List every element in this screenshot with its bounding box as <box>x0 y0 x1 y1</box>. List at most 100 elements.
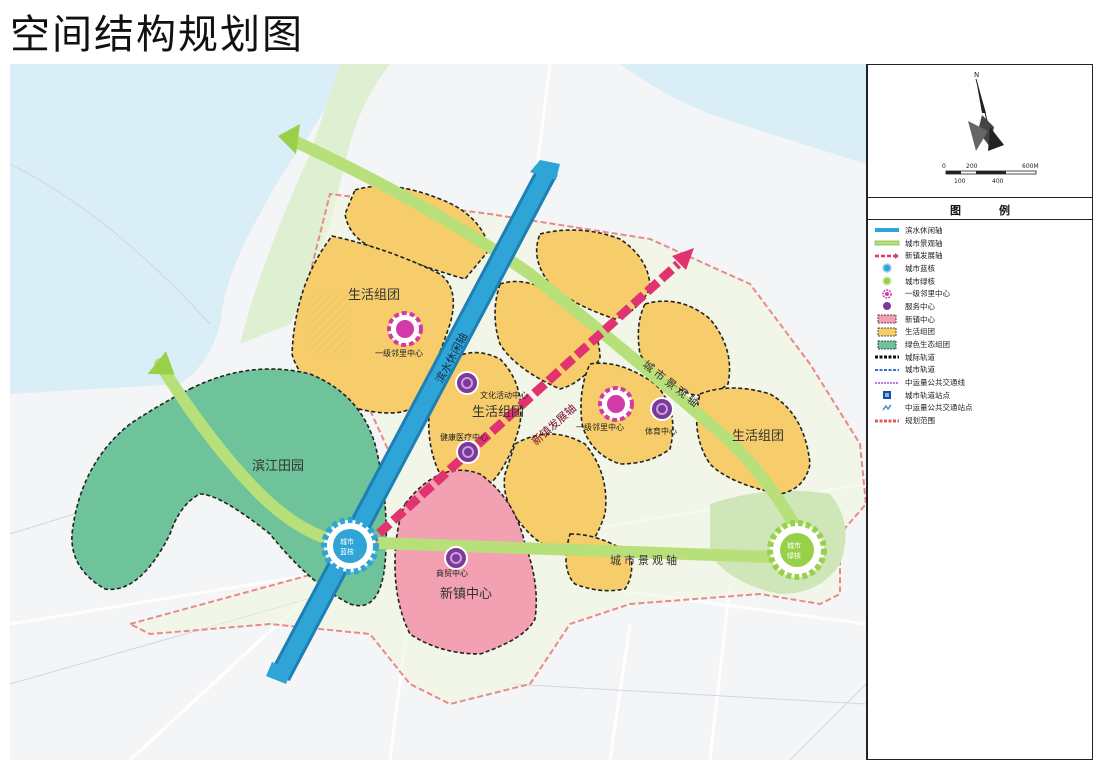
landscape-axis-w-arrowhead <box>147 351 175 375</box>
legend-item: 服务中心 <box>874 300 1088 313</box>
residential-e-block-b <box>695 387 811 495</box>
neighborhood-center-2-icon[interactable] <box>598 386 634 422</box>
landscape-axis-nw <box>286 134 806 540</box>
yellow-zone-icon <box>874 327 900 337</box>
legend-item: 城市轨道站点 <box>874 389 1088 402</box>
node-label-cultural: 文化活动中心 <box>480 390 528 400</box>
red-dashed-icon <box>874 416 900 426</box>
landscape-axis-w <box>154 358 351 550</box>
zone-label-residential-east: 生活组团 <box>732 429 784 444</box>
zone-label-riverside-fields: 滨江田园 <box>252 458 304 474</box>
page-title: 空间结构规划图 <box>10 12 304 58</box>
magenta-ring-icon <box>874 289 900 299</box>
legend-label: 规划范围 <box>905 416 935 426</box>
scale-tick-400: 400 <box>992 178 1004 185</box>
blue-dashed-icon <box>874 365 900 375</box>
green-core-node[interactable] <box>767 520 827 580</box>
legend-item: 城际轨道 <box>874 351 1088 364</box>
legend-label: 中运量公共交通线 <box>905 378 965 388</box>
map-canvas[interactable]: 生活组团 生活组团 生活组团 新镇中心 滨江田园 滨水休闲轴 新镇发展轴 城市景… <box>10 64 866 760</box>
legend-label: 城市蓝核 <box>905 263 935 273</box>
blue-axis-icon <box>874 225 900 235</box>
river-water-east <box>620 64 866 164</box>
blue-core-icon <box>874 263 900 274</box>
development-axis <box>361 260 682 550</box>
waterfront-axis-arrow-top <box>530 160 560 180</box>
legend-label: 城际轨道 <box>905 352 935 362</box>
axis-label-landscape-south: 城市景观轴 <box>610 553 680 567</box>
compass-box: N 0 200 600M 100 400 <box>868 65 1092 198</box>
pink-dashed-arrow-icon <box>874 251 900 261</box>
legend-label: 中运量公共交通站点 <box>905 403 973 413</box>
legend-item: 生活组团 <box>874 326 1088 339</box>
legend-label: 一级邻里中心 <box>905 289 950 299</box>
scale-tick-100: 100 <box>954 178 966 185</box>
landscape-axis-south <box>344 536 806 564</box>
side-divider <box>866 64 868 760</box>
zone-label-town-center: 新镇中心 <box>440 586 492 602</box>
legend-item: 中运量公共交通站点 <box>874 402 1088 415</box>
legend-item: 中运量公共交通线 <box>874 376 1088 389</box>
node-label-health: 健康医疗中心 <box>440 432 488 442</box>
legend-label: 城市轨道站点 <box>905 390 950 400</box>
legend-label: 城市景观轴 <box>905 238 943 248</box>
waterfront-axis-arrow-bottom <box>266 662 292 684</box>
river-water <box>10 64 340 394</box>
legend-label: 城市绿核 <box>905 276 935 286</box>
pink-zone-icon <box>874 314 900 324</box>
legend-title-right: 例 <box>999 204 1010 217</box>
svg-text:绿核: 绿核 <box>787 551 801 560</box>
north-arrow-icon: N 0 200 600M 100 400 <box>942 71 1039 185</box>
transit-station-icon <box>874 403 900 413</box>
svg-text:蓝核: 蓝核 <box>340 547 354 556</box>
purple-circle-icon <box>874 301 900 311</box>
purple-dashed-icon <box>874 378 900 388</box>
green-axis-icon <box>874 238 900 248</box>
blue-core-node[interactable] <box>321 517 379 575</box>
legend-label: 服务中心 <box>905 301 935 311</box>
legend-label: 生活组团 <box>905 327 935 337</box>
green-zone-icon <box>874 340 900 350</box>
legend-item: 规划范围 <box>874 414 1088 427</box>
landscape-axis-nw-arrowhead <box>278 124 300 154</box>
legend-title-left: 图 <box>950 204 961 217</box>
north-label: N <box>974 71 979 79</box>
black-dashed-icon <box>874 352 900 362</box>
legend-label: 新镇中心 <box>905 314 935 324</box>
legend-item: 城市蓝核 <box>874 262 1088 275</box>
legend-item: 城市景观轴 <box>874 237 1088 250</box>
zone-label-residential-nw: 生活组团 <box>348 288 400 303</box>
legend-item: 新镇中心 <box>874 313 1088 326</box>
legend-item: 一级邻里中心 <box>874 287 1088 300</box>
legend-label: 绿色生态组团 <box>905 340 950 350</box>
legend-list: 滨水休闲轴 城市景观轴 新镇发展轴 城市蓝核 城市绿核 一级邻里中心 服务中心 <box>874 224 1088 427</box>
node-label-commerce: 商贸中心 <box>436 568 468 578</box>
green-core-icon <box>874 276 900 286</box>
sports-center-icon <box>650 397 674 421</box>
legend-item: 绿色生态组团 <box>874 338 1088 351</box>
legend-item: 城市轨道 <box>874 364 1088 377</box>
residential-nw-block-a <box>344 185 491 280</box>
residential-c-block-b <box>427 351 522 489</box>
zone-label-residential-center: 生活组团 <box>472 405 524 420</box>
legend-item: 城市绿核 <box>874 275 1088 288</box>
map-panel[interactable]: 生活组团 生活组团 生活组团 新镇中心 滨江田园 滨水休闲轴 新镇发展轴 城市景… <box>10 64 866 760</box>
scale-tick-0: 0 <box>942 163 946 170</box>
legend-label: 滨水休闲轴 <box>905 225 943 235</box>
legend-label: 新镇发展轴 <box>905 251 943 261</box>
legend-title: 图 例 <box>868 201 1092 220</box>
development-axis-arrowhead <box>672 248 694 270</box>
legend-item: 新镇发展轴 <box>874 249 1088 262</box>
node-label-blue-core: 城市 <box>340 537 354 546</box>
riverside-fields-zone <box>71 368 388 607</box>
legend-item: 滨水休闲轴 <box>874 224 1088 237</box>
scale-tick-600: 600M <box>1022 163 1039 170</box>
rail-station-icon <box>874 390 900 400</box>
cultural-center-icon <box>455 371 479 395</box>
health-center-icon <box>456 440 480 464</box>
legend-panel: N 0 200 600M 100 400 图 例 滨水休闲轴 城市景观轴 <box>868 65 1092 759</box>
commerce-center-icon <box>444 546 468 570</box>
neighborhood-center-1-icon[interactable] <box>387 311 423 347</box>
scale-tick-200: 200 <box>966 163 978 170</box>
scale-bar: 0 200 600M 100 400 <box>942 163 1039 185</box>
